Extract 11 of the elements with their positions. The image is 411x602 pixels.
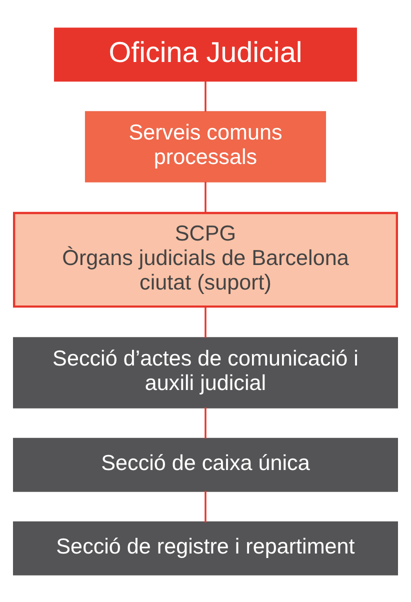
- connector: [204, 306, 206, 338]
- connector: [204, 80, 206, 112]
- connector: [204, 490, 206, 522]
- node-box: Secció de caixa única: [13, 437, 398, 492]
- node-box: Serveis comuns processals: [84, 110, 326, 182]
- node-box: Secció d’actes de comunicació i auxili judicial: [13, 336, 398, 408]
- node-box: Secció de registre i repartiment: [13, 520, 398, 575]
- node-box: SCPG Òrgans judicials de Barcelona ciutat (suport): [13, 211, 398, 308]
- connector: [204, 406, 206, 438]
- connector: [204, 181, 206, 212]
- node-box: Oficina Judicial: [54, 27, 357, 82]
